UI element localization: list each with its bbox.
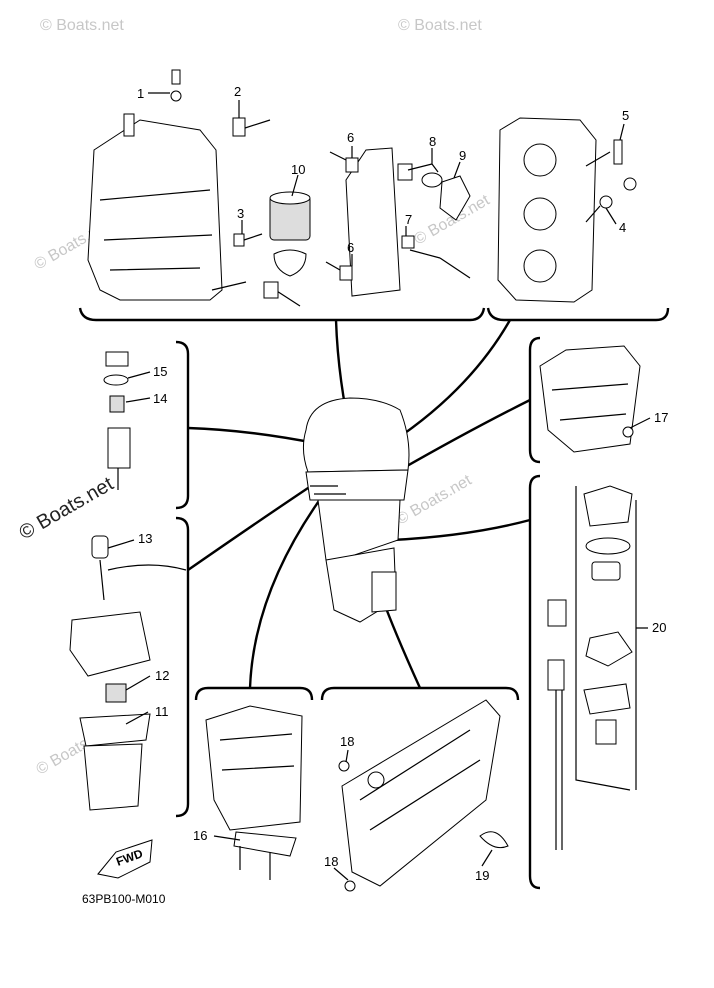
upper-casing bbox=[205, 705, 303, 880]
callout-15: 15 bbox=[153, 364, 167, 379]
diagram-code: 63PB100-M010 bbox=[82, 892, 166, 906]
callout-16: 16 bbox=[193, 828, 207, 843]
callout-8: 8 bbox=[429, 134, 436, 149]
lower-unit bbox=[338, 699, 509, 892]
fwd-arrow: FWD bbox=[97, 839, 153, 879]
callout-1: 1 bbox=[137, 86, 144, 101]
powerhead-assembly bbox=[87, 69, 311, 307]
callout-17: 17 bbox=[654, 410, 668, 425]
callout-6b: 6 bbox=[347, 240, 354, 255]
callout-13: 13 bbox=[138, 531, 152, 546]
callout-4: 4 bbox=[619, 220, 626, 235]
watermark-1: © Boats.net bbox=[40, 17, 124, 34]
leader-lines bbox=[107, 92, 651, 881]
fuel-filter bbox=[103, 351, 131, 490]
cylinder-head bbox=[497, 117, 637, 303]
callout-10: 10 bbox=[291, 162, 305, 177]
callout-9: 9 bbox=[459, 148, 466, 163]
watermark-2: © Boats.net bbox=[398, 17, 482, 34]
watermark-main: © Boats.net bbox=[16, 473, 118, 545]
callout-18a: 18 bbox=[340, 734, 354, 749]
callout-labels: 1 2 3 4 5 6 6 7 8 9 10 11 12 13 14 15 16… bbox=[137, 84, 668, 883]
callout-7: 7 bbox=[405, 212, 412, 227]
callout-18b: 18 bbox=[324, 854, 338, 869]
oil-pan bbox=[539, 345, 641, 453]
callout-5: 5 bbox=[622, 108, 629, 123]
callout-3: 3 bbox=[237, 206, 244, 221]
water-pump-assembly bbox=[547, 485, 633, 850]
callout-6a: 6 bbox=[347, 130, 354, 145]
callout-20: 20 bbox=[652, 620, 666, 635]
outboard-silhouette bbox=[302, 397, 410, 623]
callout-2: 2 bbox=[234, 84, 241, 99]
callout-19: 19 bbox=[475, 868, 489, 883]
callout-12: 12 bbox=[155, 668, 169, 683]
callout-14: 14 bbox=[153, 391, 167, 406]
thermostat-assembly bbox=[325, 147, 471, 297]
vapor-separator bbox=[69, 535, 187, 811]
callout-11: 11 bbox=[155, 704, 169, 719]
